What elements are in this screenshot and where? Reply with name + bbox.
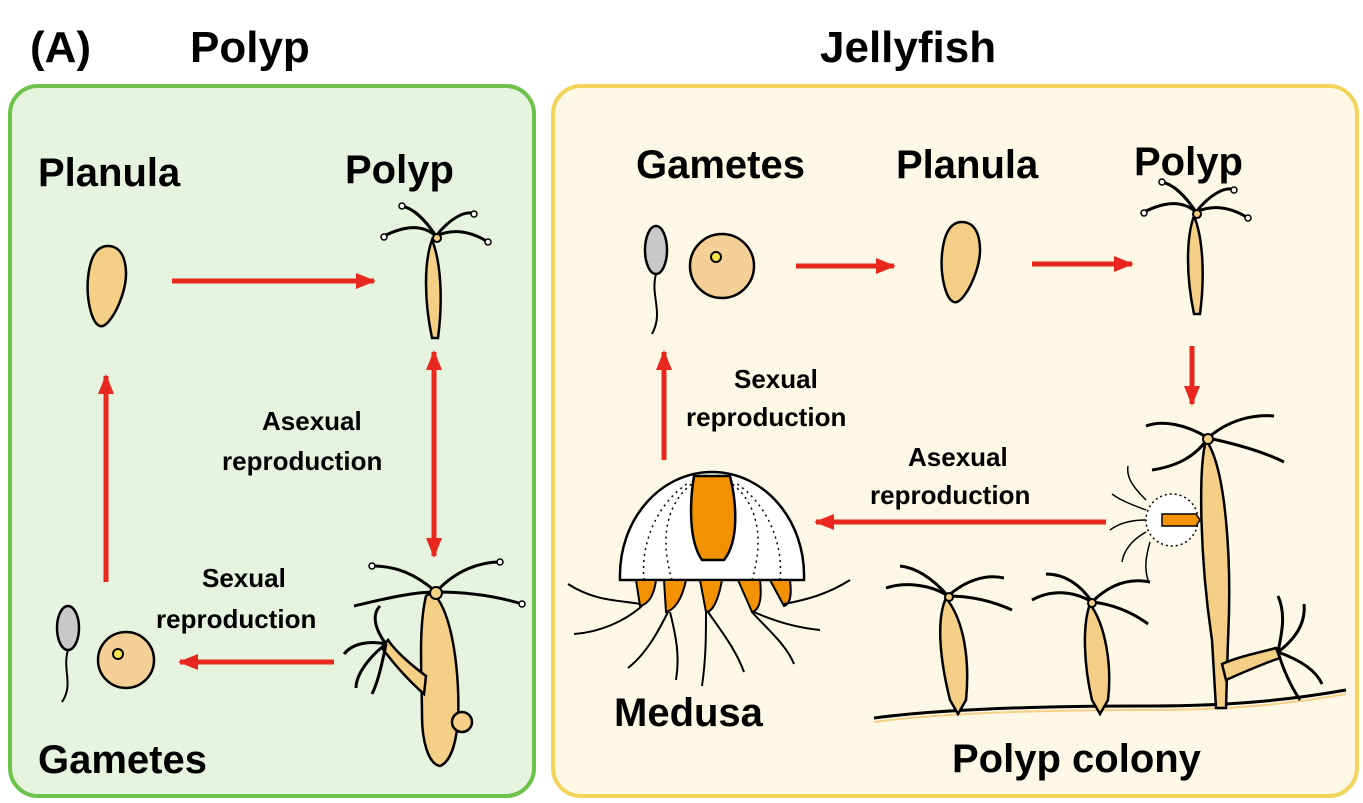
right-polyp-label: Polyp <box>1134 140 1243 184</box>
left-asexual-label-1: Asexual <box>262 406 362 436</box>
right-asexual-label-2: reproduction <box>870 480 1030 510</box>
right-sexual-label-1: Sexual <box>734 364 818 394</box>
right-panel-title: Jellyfish <box>820 23 996 72</box>
left-planula-label: Planula <box>38 151 181 195</box>
left-sexual-label-1: Sexual <box>202 563 286 593</box>
right-asexual-label-1: Asexual <box>908 442 1008 472</box>
right-planula-label: Planula <box>896 143 1039 187</box>
left-gametes-label: Gametes <box>38 738 207 782</box>
left-panel-title: Polyp <box>190 23 310 72</box>
medusa-label: Medusa <box>614 691 764 735</box>
figure-label: (A) <box>30 23 91 72</box>
right-sexual-label-2: reproduction <box>686 402 846 432</box>
left-polyp-label: Polyp <box>345 148 454 192</box>
left-sexual-label-2: reproduction <box>156 604 316 634</box>
right-gametes-label: Gametes <box>636 143 805 187</box>
polyp-colony-label: Polyp colony <box>952 737 1202 781</box>
left-asexual-label-2: reproduction <box>222 446 382 476</box>
